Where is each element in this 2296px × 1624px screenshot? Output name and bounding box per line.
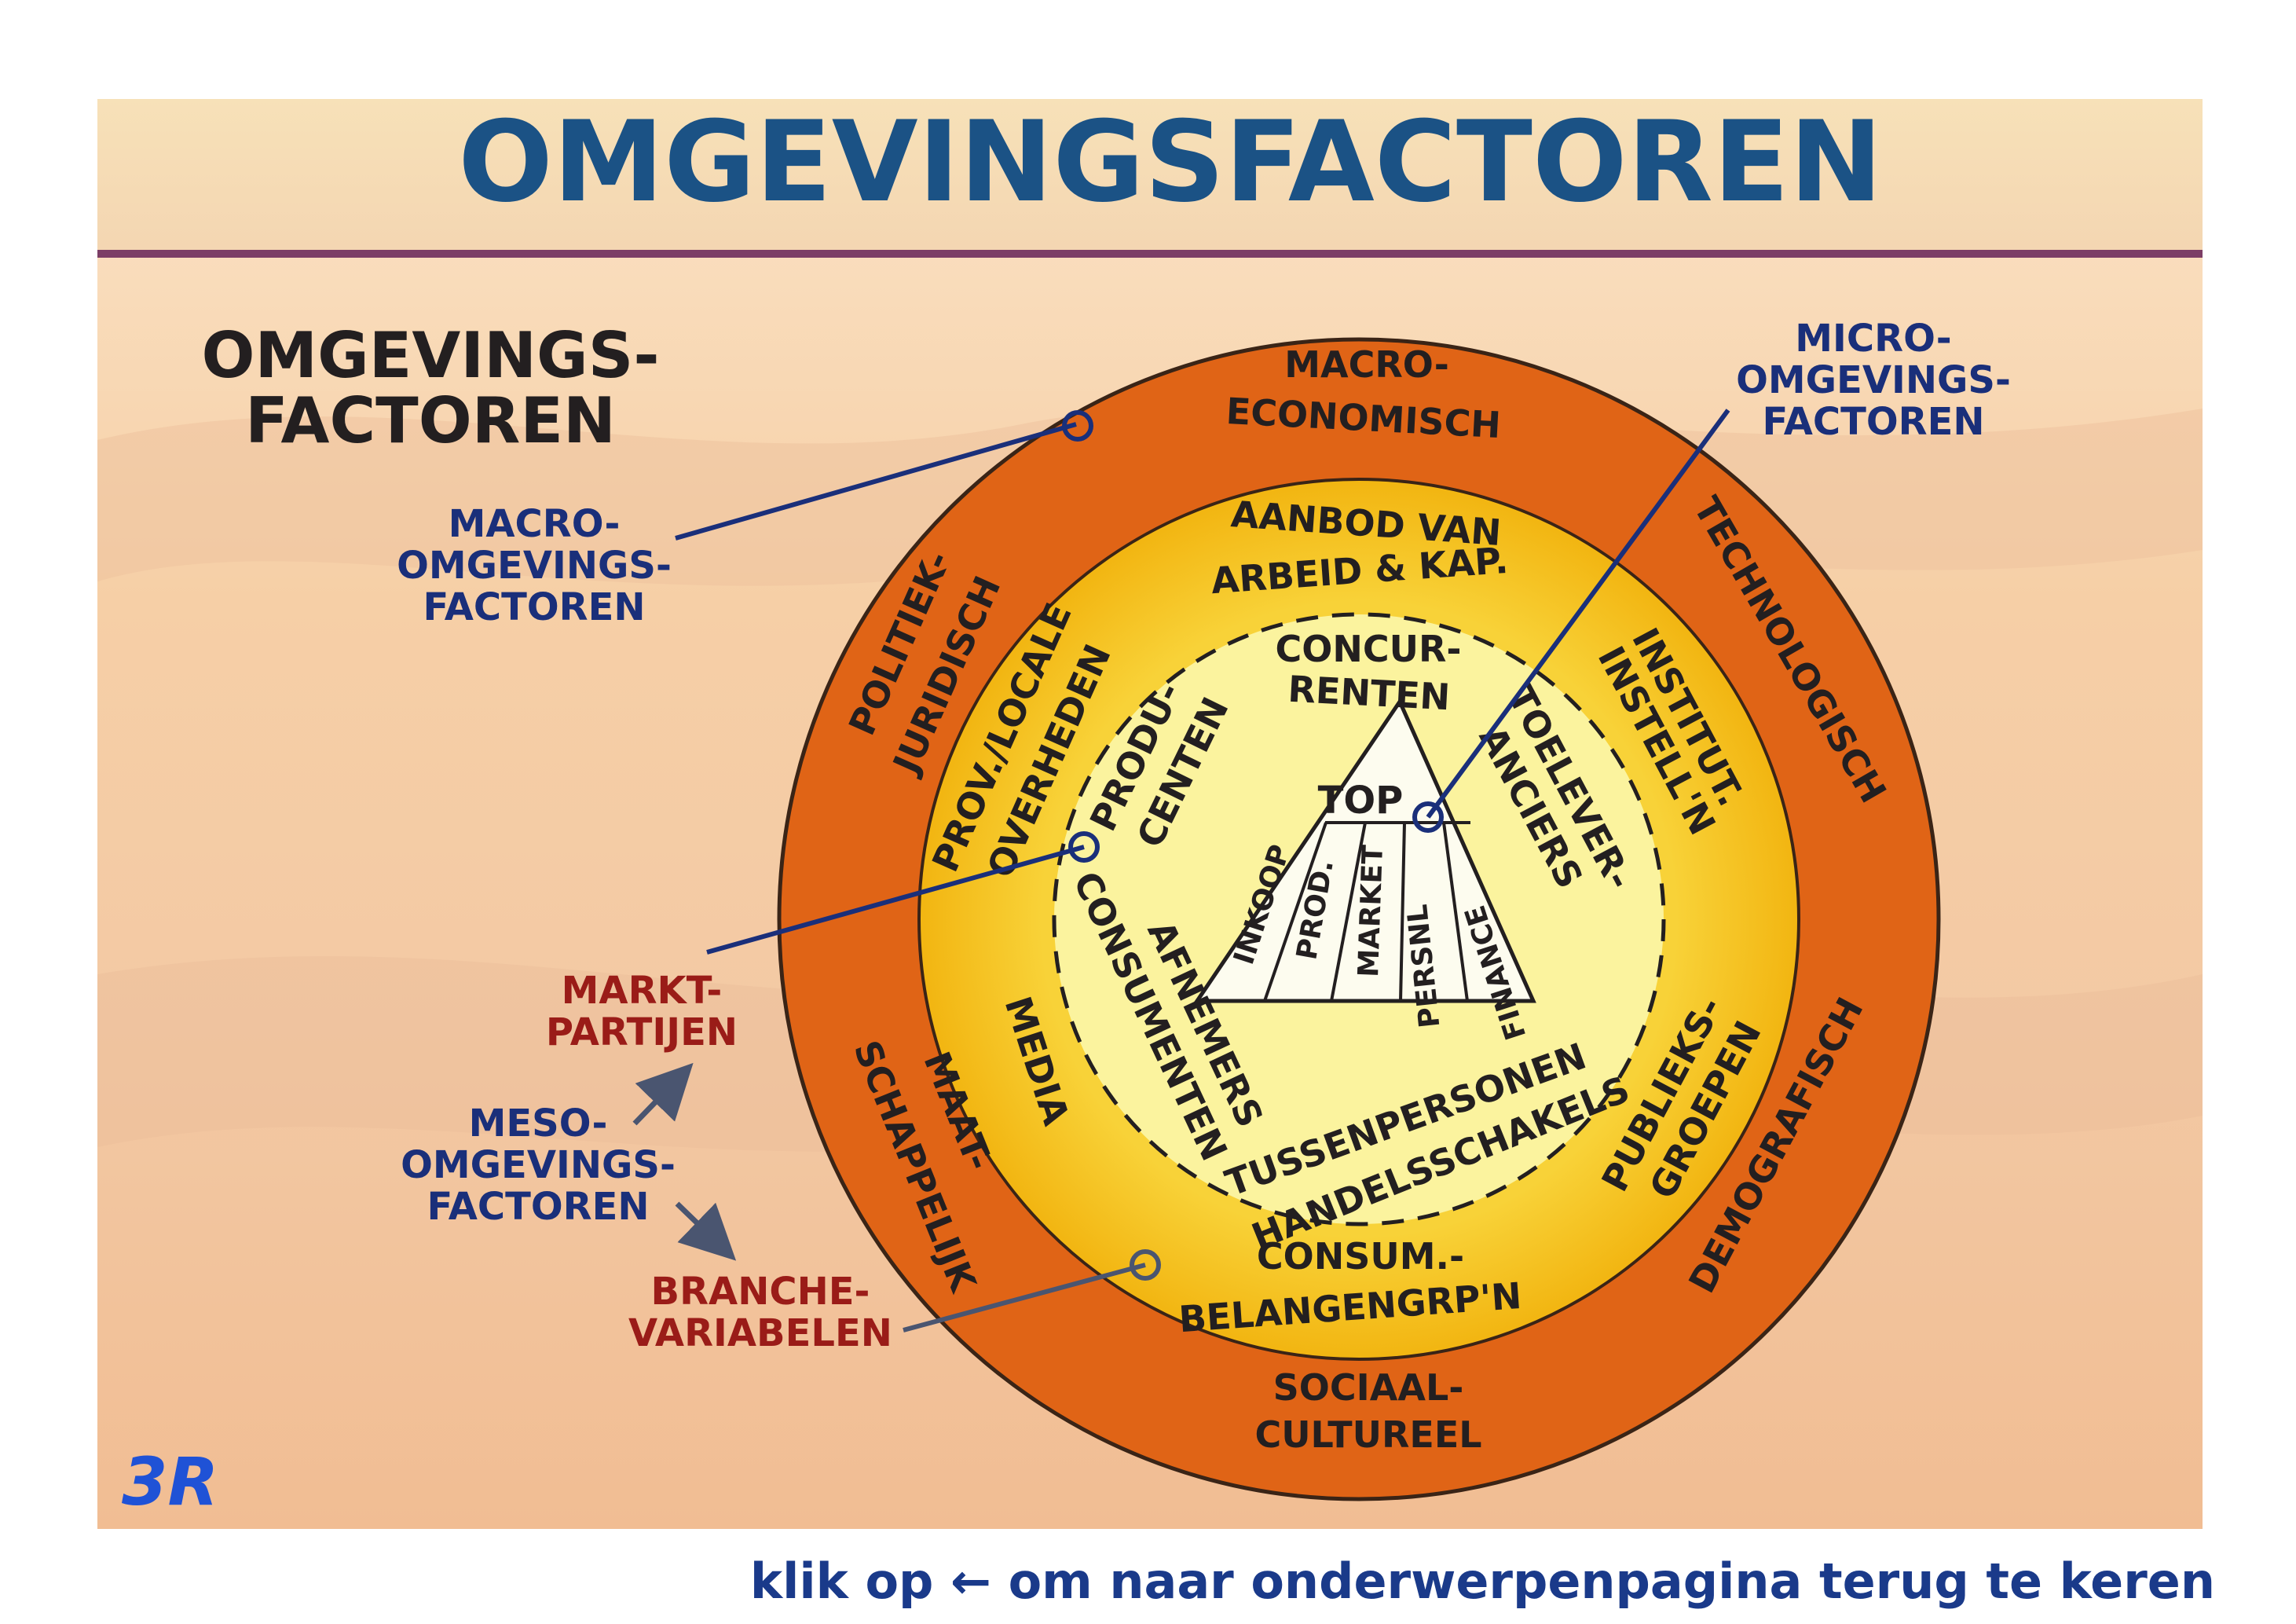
label-sociaal-1: SOCIAAL- <box>1273 1366 1464 1409</box>
label-macro-economisch-1: MACRO- <box>1284 343 1449 386</box>
macro-marker <box>1062 410 1093 442</box>
markt-callout-line2: PARTIJEN <box>546 1010 738 1054</box>
macro-connector <box>675 422 1077 541</box>
label-consum-1: CONSUM.- <box>1257 1235 1464 1278</box>
meso-callout: MESO- OMGEVINGS- FACTOREN <box>401 1102 676 1229</box>
brand-logo: 3R <box>122 1443 218 1520</box>
side-heading-line1: OMGEVINGS- <box>201 319 659 392</box>
page-title: OMGEVINGSFACTOREN <box>458 97 1883 227</box>
title-band <box>97 99 2203 250</box>
label-cultureel-2: CULTUREEL <box>1254 1413 1481 1456</box>
label-concurrenten-2: RENTEN <box>1287 668 1451 719</box>
macro-callout-line2: OMGEVINGS- <box>397 544 672 588</box>
markt-marker <box>1068 831 1100 863</box>
macro-callout-line3: FACTOREN <box>423 585 645 629</box>
label-concurrenten-1: CONCUR- <box>1276 628 1462 670</box>
markt-callout-line1: MARKT- <box>562 969 723 1013</box>
markt-callout: MARKT- PARTIJEN <box>546 969 738 1054</box>
micro-connector <box>1426 409 1730 819</box>
nav-suffix: om naar onderwerpenpagina terug te keren <box>1008 1553 2215 1610</box>
micro-callout-line3: FACTOREN <box>1762 400 1984 444</box>
pyramid-top-label: TOP <box>1318 779 1404 823</box>
macro-callout-line1: MACRO- <box>449 502 621 546</box>
macro-callout: MACRO- OMGEVINGS- FACTOREN <box>397 502 672 629</box>
branche-marker <box>1130 1249 1161 1281</box>
branche-connector <box>903 1263 1146 1333</box>
meso-arrow-down <box>675 1201 737 1261</box>
meso-arrow-up <box>632 1062 694 1126</box>
micro-callout-line2: OMGEVINGS- <box>1736 358 2011 402</box>
title-divider <box>97 250 2203 258</box>
meso-callout-line2: OMGEVINGS- <box>401 1143 676 1187</box>
micro-callout: MICRO- OMGEVINGS- FACTOREN <box>1736 317 2011 444</box>
branche-callout-line1: BRANCHE- <box>651 1270 870 1314</box>
branche-callout: BRANCHE- VARIABELEN <box>628 1270 892 1355</box>
meso-callout-line1: MESO- <box>469 1102 608 1146</box>
micro-callout-line1: MICRO- <box>1795 317 1951 361</box>
side-heading-line2: FACTOREN <box>245 384 616 457</box>
markt-connector <box>706 845 1085 955</box>
pyramid-market-label: MARKET <box>1353 844 1390 977</box>
connector-lines <box>675 409 1730 955</box>
back-arrow-icon[interactable]: ← <box>950 1553 991 1610</box>
micro-marker <box>1412 801 1444 833</box>
navigation-hint: klik op ← om naar onderwerpenpagina teru… <box>707 1553 2215 1610</box>
branche-callout-line2: VARIABELEN <box>628 1311 892 1355</box>
nav-prefix: klik op <box>749 1553 934 1610</box>
meso-callout-line3: FACTOREN <box>427 1185 649 1229</box>
